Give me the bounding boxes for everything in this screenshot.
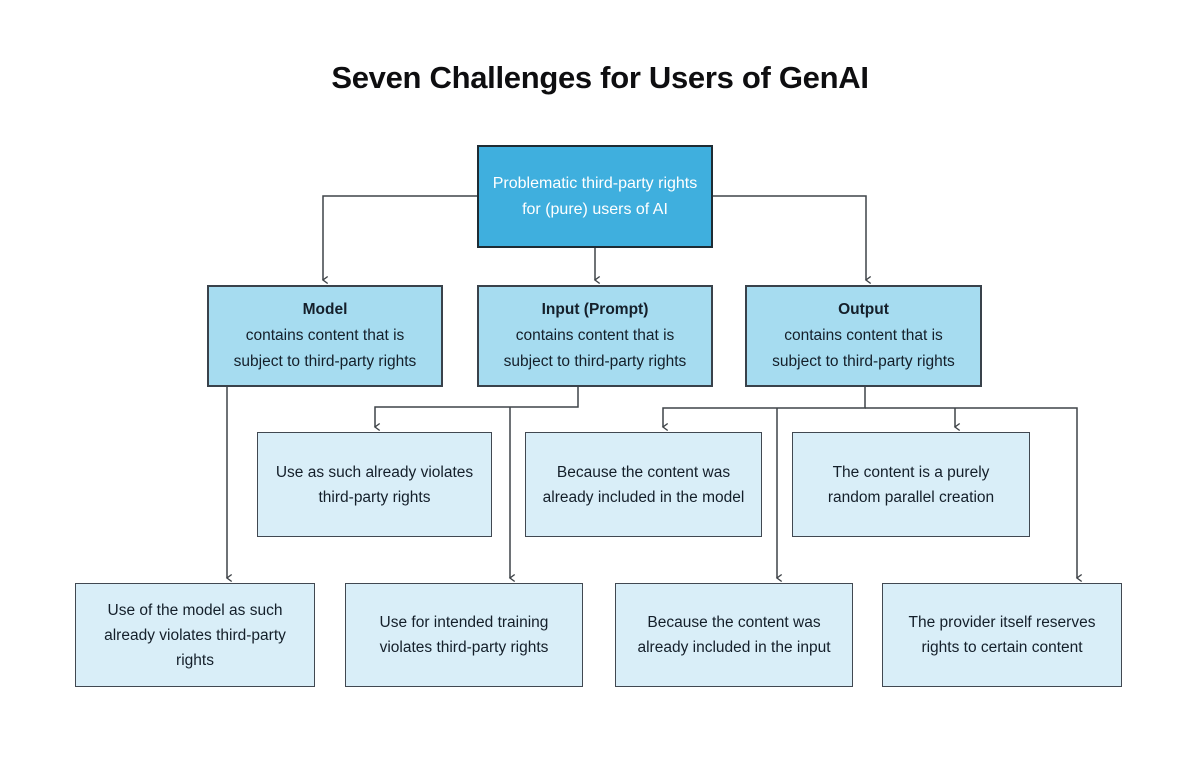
node-use-as-such: Use as such already violates third-party… [257, 432, 492, 537]
node-provider-reserves-label: The provider itself reserves rights to c… [908, 614, 1096, 656]
node-input-prompt-title: Input (Prompt) [541, 301, 649, 318]
edge-root-model [321, 195, 477, 285]
node-intended-training-label: Use for intended training violates third… [379, 614, 549, 656]
node-root-label: Problematic third-party rights for (pure… [492, 174, 698, 218]
node-model-title: Model [302, 301, 348, 318]
node-use-as-such-label: Use as such already violates third-party… [275, 463, 474, 506]
node-provider-reserves: The provider itself reserves rights to c… [882, 583, 1122, 687]
node-input-prompt-label: contains content that is subject to thir… [503, 327, 687, 370]
node-random-parallel-creation-label: The content is a purely random parallel … [827, 463, 995, 506]
node-root: Problematic third-party rights for (pure… [477, 145, 713, 248]
node-model: Model contains content that is subject t… [207, 285, 443, 387]
edge-input-use-as-such [373, 387, 579, 432]
node-random-parallel-creation: The content is a purely random parallel … [792, 432, 1030, 537]
edge-root-output [713, 195, 872, 285]
node-intended-training: Use for intended training violates third… [345, 583, 583, 687]
node-included-in-model-label: Because the content was already included… [542, 463, 745, 506]
node-included-in-model: Because the content was already included… [525, 432, 762, 537]
node-included-in-input-label: Because the content was already included… [637, 614, 831, 656]
node-use-of-model-label: Use of the model as such already violate… [104, 601, 286, 669]
node-output: Output contains content that is subject … [745, 285, 982, 387]
node-included-in-input: Because the content was already included… [615, 583, 853, 687]
edge-output-provider-reserves [865, 407, 1083, 583]
node-output-label: contains content that is subject to thir… [772, 327, 955, 370]
node-model-label: contains content that is subject to thir… [233, 327, 417, 370]
edge-output-included-in-model [661, 387, 866, 432]
node-use-of-model: Use of the model as such already violate… [75, 583, 315, 687]
node-output-title: Output [838, 301, 889, 318]
node-input-prompt: Input (Prompt) contains content that is … [477, 285, 713, 387]
page-title: Seven Challenges for Users of GenAI [331, 60, 869, 95]
